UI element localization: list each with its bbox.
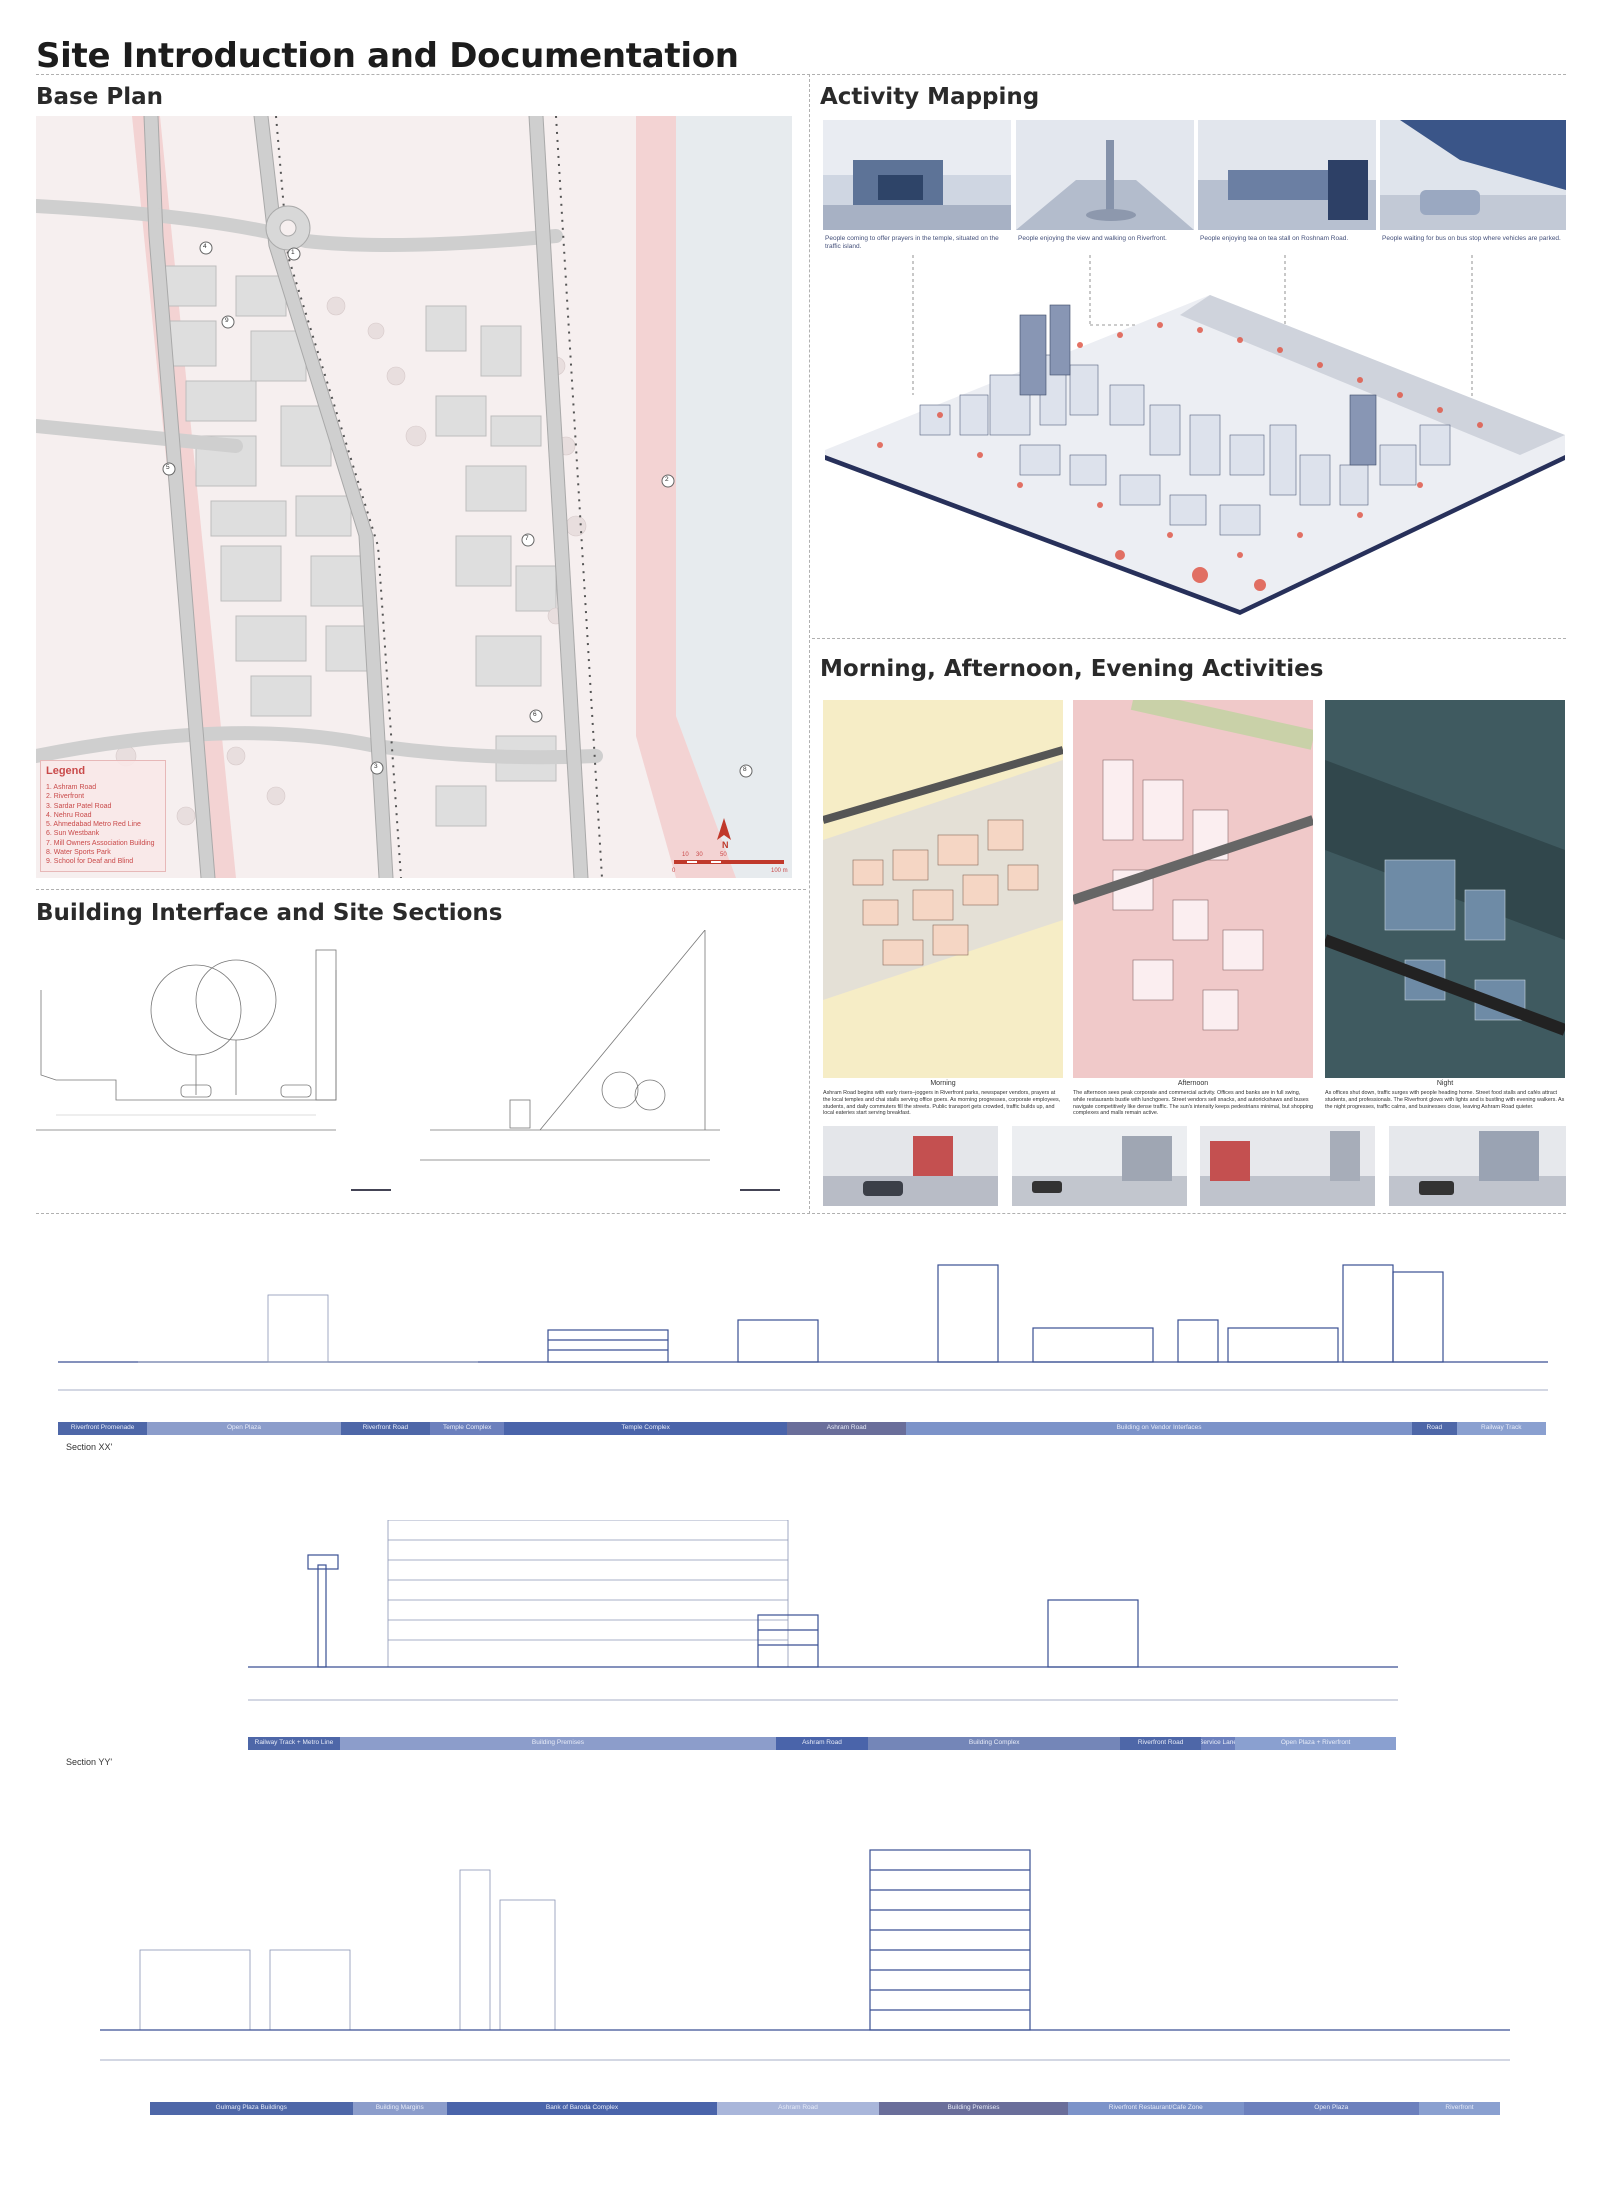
section-band: Railway Track (1456, 1422, 1546, 1435)
section-band: Temple Complex (429, 1422, 505, 1435)
night-label: Night (1436, 1080, 1454, 1087)
section-band: Temple Complex (504, 1422, 788, 1435)
section-band: Riverfront (1419, 2102, 1500, 2115)
page-title: Site Introduction and Documentation (36, 36, 739, 76)
section-xx-drawing (58, 1250, 1548, 1410)
morning-label: Morning (930, 1080, 956, 1087)
map-marker-1: 1 (291, 249, 295, 256)
legend-item: 6. Sun Westbank (46, 830, 100, 838)
panel-morning (823, 700, 1063, 1078)
legend-item: 7. Mill Owners Association Building (46, 839, 155, 847)
activity-caption-3: People enjoying tea on tea stall on Rosh… (1200, 235, 1349, 242)
north-arrow-icon (714, 816, 734, 850)
activity-caption-1: People coming to offer prayers in the te… (825, 235, 999, 251)
divider-bottom (36, 1213, 1566, 1214)
map-marker-7: 7 (525, 535, 529, 542)
afternoon-text: The afternoon sees peak corporate and co… (1073, 1090, 1313, 1117)
section-band: Bank of Baroda Complex (447, 2102, 717, 2115)
base-plan-title: Base Plan (36, 84, 163, 110)
map-marker-5: 5 (166, 464, 170, 471)
legend-item: 1. Ashram Road (46, 784, 97, 791)
activity-mapping-title: Activity Mapping (820, 84, 1040, 110)
panel-afternoon (1073, 700, 1313, 1078)
section-band: Ashram Road (776, 1737, 868, 1750)
scale-bar (674, 860, 784, 868)
daily-activities-title: Morning, Afternoon, Evening Activities (820, 656, 1324, 682)
section-band: Riverfront Road (340, 1422, 430, 1435)
base-plan-map-svg (36, 116, 792, 878)
section-xx-label: Section XX' (66, 1442, 113, 1452)
legend-item: 5. Ahmedabad Metro Red Line (46, 821, 141, 829)
map-marker-6: 6 (533, 711, 537, 718)
night-text: As offices shut down, traffic surges wit… (1325, 1090, 1565, 1110)
section-band: Building Margins (352, 2102, 447, 2115)
legend-item: 8. Water Sports Park (46, 849, 111, 857)
afternoon-label: Afternoon (1177, 1080, 1209, 1087)
section-band: Service Lane (1200, 1737, 1236, 1750)
section-band: Open Plaza + Riverfront (1235, 1737, 1396, 1750)
section-band: Building Premises (879, 2102, 1068, 2115)
section-zz-drawing (100, 1830, 1510, 2070)
daily-photo-3 (1200, 1126, 1375, 1206)
legend-item: 9. School for Deaf and Blind (46, 858, 134, 866)
divider-right-mid (812, 638, 1566, 639)
scale-label-0: 0 (672, 868, 676, 874)
base-plan-map: 1 2 3 4 5 6 7 8 9 Legend 1. Ashram Road … (36, 116, 792, 878)
divider-center (809, 74, 810, 1214)
activity-photo-4 (1380, 120, 1566, 230)
panel-night (1325, 700, 1565, 1078)
section-band: Open Plaza (1243, 2102, 1419, 2115)
north-label: N (722, 840, 729, 850)
activity-photo-3 (1198, 120, 1376, 230)
map-legend: Legend 1. Ashram Road 2. Riverfront 3. S… (40, 760, 166, 872)
scale-label-10: 10 (682, 852, 689, 858)
morning-text: Ashram Road begins with early risers–jog… (823, 1090, 1061, 1117)
section-band: Riverfront Road (1120, 1737, 1201, 1750)
activity-caption-2: People enjoying the view and walking on … (1018, 235, 1167, 242)
section-band: Building Premises (339, 1737, 777, 1750)
map-marker-2: 2 (665, 476, 669, 483)
map-marker-4: 4 (203, 243, 207, 250)
daily-photo-1 (823, 1126, 998, 1206)
section-yy-drawing (248, 1519, 1398, 1720)
divider-left-mid (36, 889, 806, 890)
scale-label-50: 50 (720, 852, 727, 858)
activity-photo-2 (1016, 120, 1194, 230)
section-band: Road (1412, 1422, 1457, 1435)
scale-label-100: 100 m (771, 868, 788, 874)
section-band: Ashram Road (787, 1422, 907, 1435)
section-band: Building Complex (867, 1737, 1121, 1750)
scale-label-30: 30 (696, 852, 703, 858)
interface-section-right (410, 929, 800, 1210)
map-marker-8: 8 (743, 766, 747, 773)
legend-list: 1. Ashram Road 2. Riverfront 3. Sardar P… (46, 783, 160, 867)
section-band: Railway Track + Metro Line (248, 1737, 340, 1750)
section-band: Building on Vendor Interfaces (906, 1422, 1413, 1435)
daily-photo-2 (1012, 1126, 1187, 1206)
legend-item: 2. Riverfront (46, 793, 85, 801)
daily-photo-4 (1389, 1126, 1566, 1206)
legend-item: 3. Sardar Patel Road (46, 802, 112, 810)
legend-item: 4. Nehru Road (46, 811, 92, 819)
legend-title: Legend (46, 765, 86, 777)
map-marker-3: 3 (374, 763, 378, 770)
activity-photo-1 (823, 120, 1011, 230)
interface-section-left (36, 930, 396, 1210)
map-marker-9: 9 (225, 317, 229, 324)
divider-top (36, 74, 1566, 75)
section-band: Riverfront Promenade (58, 1422, 148, 1435)
section-band: Ashram Road (717, 2102, 879, 2115)
section-band: Open Plaza (147, 1422, 341, 1435)
activity-axonometric (820, 255, 1568, 625)
activity-caption-4: People waiting for bus on bus stop where… (1382, 235, 1561, 242)
section-band: Riverfront Restaurant/Cafe Zone (1068, 2102, 1244, 2115)
building-interface-title: Building Interface and Site Sections (36, 900, 503, 926)
section-band: Gulmarg Plaza Buildings (150, 2102, 353, 2115)
section-yy-label: Section YY' (66, 1757, 113, 1767)
